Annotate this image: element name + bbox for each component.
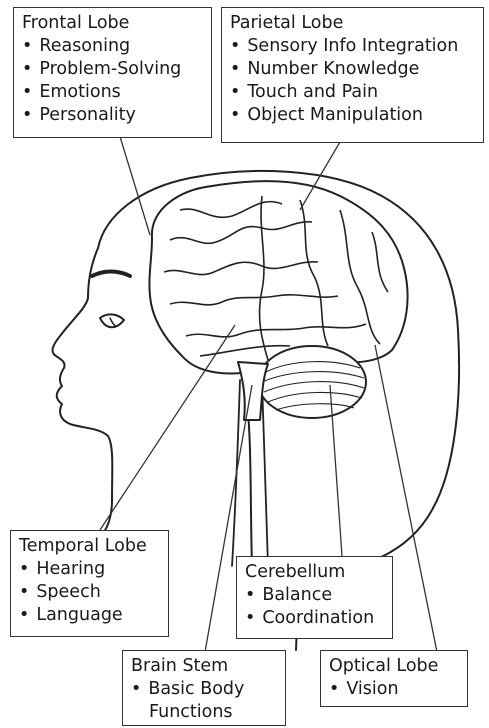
cerebellum-title: Cerebellum <box>245 561 386 584</box>
brain-stem-list: Basic Body Functions <box>131 678 279 724</box>
temporal-lobe-title: Temporal Lobe <box>19 535 162 558</box>
list-item: Touch and Pain <box>230 81 477 104</box>
face-profile <box>53 248 113 532</box>
list-item: Hearing <box>19 558 162 581</box>
frontal-lobe-box: Frontal Lobe Reasoning Problem-Solving E… <box>13 7 212 138</box>
optical-lobe-list: Vision <box>329 678 461 701</box>
frontal-lobe-list: Reasoning Problem-Solving Emotions Perso… <box>22 35 205 127</box>
list-item: Reasoning <box>22 35 205 58</box>
list-item: Language <box>19 604 162 627</box>
parietal-lobe-title: Parietal Lobe <box>230 12 477 35</box>
optical-lobe-box: Optical Lobe Vision <box>320 650 468 707</box>
list-item-continuation: Functions <box>131 701 279 724</box>
list-item: Personality <box>22 104 205 127</box>
temporal-lobe-list: Hearing Speech Language <box>19 558 162 627</box>
list-item: Vision <box>329 678 461 701</box>
cerebellum-list: Balance Coordination <box>245 584 386 630</box>
list-item: Number Knowledge <box>230 58 477 81</box>
brain <box>149 181 407 420</box>
optical-lobe-title: Optical Lobe <box>329 655 461 678</box>
eyebrow <box>92 272 130 277</box>
cerebellum-box: Cerebellum Balance Coordination <box>236 556 393 639</box>
list-item: Basic Body <box>131 678 279 701</box>
parietal-lobe-list: Sensory Info Integration Number Knowledg… <box>230 35 477 127</box>
brain-stem-title: Brain Stem <box>131 655 279 678</box>
list-item: Speech <box>19 581 162 604</box>
list-item: Balance <box>245 584 386 607</box>
parietal-lobe-box: Parietal Lobe Sensory Info Integration N… <box>221 7 484 143</box>
list-item: Emotions <box>22 81 205 104</box>
frontal-lobe-title: Frontal Lobe <box>22 12 205 35</box>
list-item: Object Manipulation <box>230 104 477 127</box>
temporal-lobe-box: Temporal Lobe Hearing Speech Language <box>10 530 169 637</box>
list-item: Sensory Info Integration <box>230 35 477 58</box>
brain-stem-box: Brain Stem Basic Body Functions <box>122 650 286 726</box>
list-item: Problem-Solving <box>22 58 205 81</box>
list-item: Coordination <box>245 607 386 630</box>
